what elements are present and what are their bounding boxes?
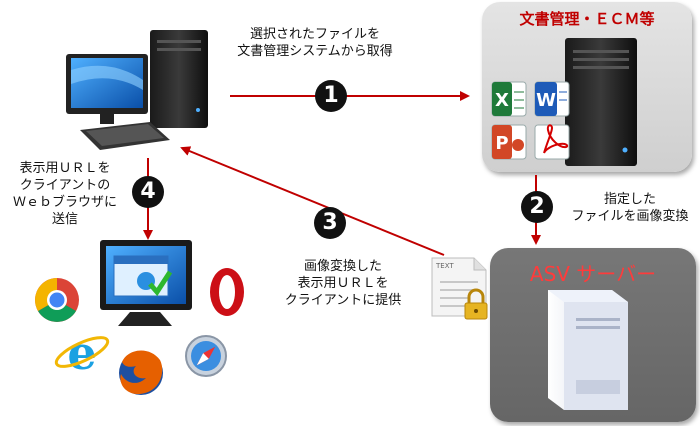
word-icon: W <box>534 81 570 117</box>
step-4-label: 表示用ＵＲＬを クライアントの Ｗｅｂブラウザに 送信 <box>12 161 117 227</box>
step-1-label: 選択されたファイルを 文書管理システムから取得 <box>237 27 393 59</box>
step-1-number: 1 <box>315 80 347 112</box>
svg-text:W: W <box>536 90 556 111</box>
step-4-number: 4 <box>132 176 164 208</box>
opera-icon <box>210 268 244 316</box>
svg-text:e: e <box>67 326 96 380</box>
step-3-label: 画像変換した 表示用ＵＲＬを クライアントに提供 <box>284 259 402 308</box>
powerpoint-icon: P <box>491 124 527 160</box>
text-doc-label: TEXT <box>436 262 454 270</box>
step-3-number: 3 <box>314 207 346 239</box>
asv-server-icon <box>548 290 628 410</box>
client-pc-icon <box>66 30 208 150</box>
pdf-icon <box>534 124 570 160</box>
excel-icon: X <box>491 81 527 117</box>
ecm-server-icon <box>565 38 637 166</box>
svg-text:X: X <box>495 90 509 111</box>
step-2-number: 2 <box>521 191 553 223</box>
web-browser-window-icon <box>100 240 192 326</box>
internet-explorer-icon: e <box>54 326 110 380</box>
step-2-label: 指定した ファイルを画像変換 <box>571 192 689 224</box>
svg-text:P: P <box>495 133 508 154</box>
safari-icon <box>185 335 227 377</box>
text-document-icon <box>431 257 487 317</box>
firefox-icon <box>119 350 163 395</box>
chrome-icon <box>35 278 79 322</box>
ecm-title: 文書管理・ＥＣＭ等 <box>519 10 655 28</box>
lock-icon <box>464 288 488 320</box>
arrow-3 <box>180 146 445 256</box>
asv-title: ASV サーバー <box>529 262 657 286</box>
